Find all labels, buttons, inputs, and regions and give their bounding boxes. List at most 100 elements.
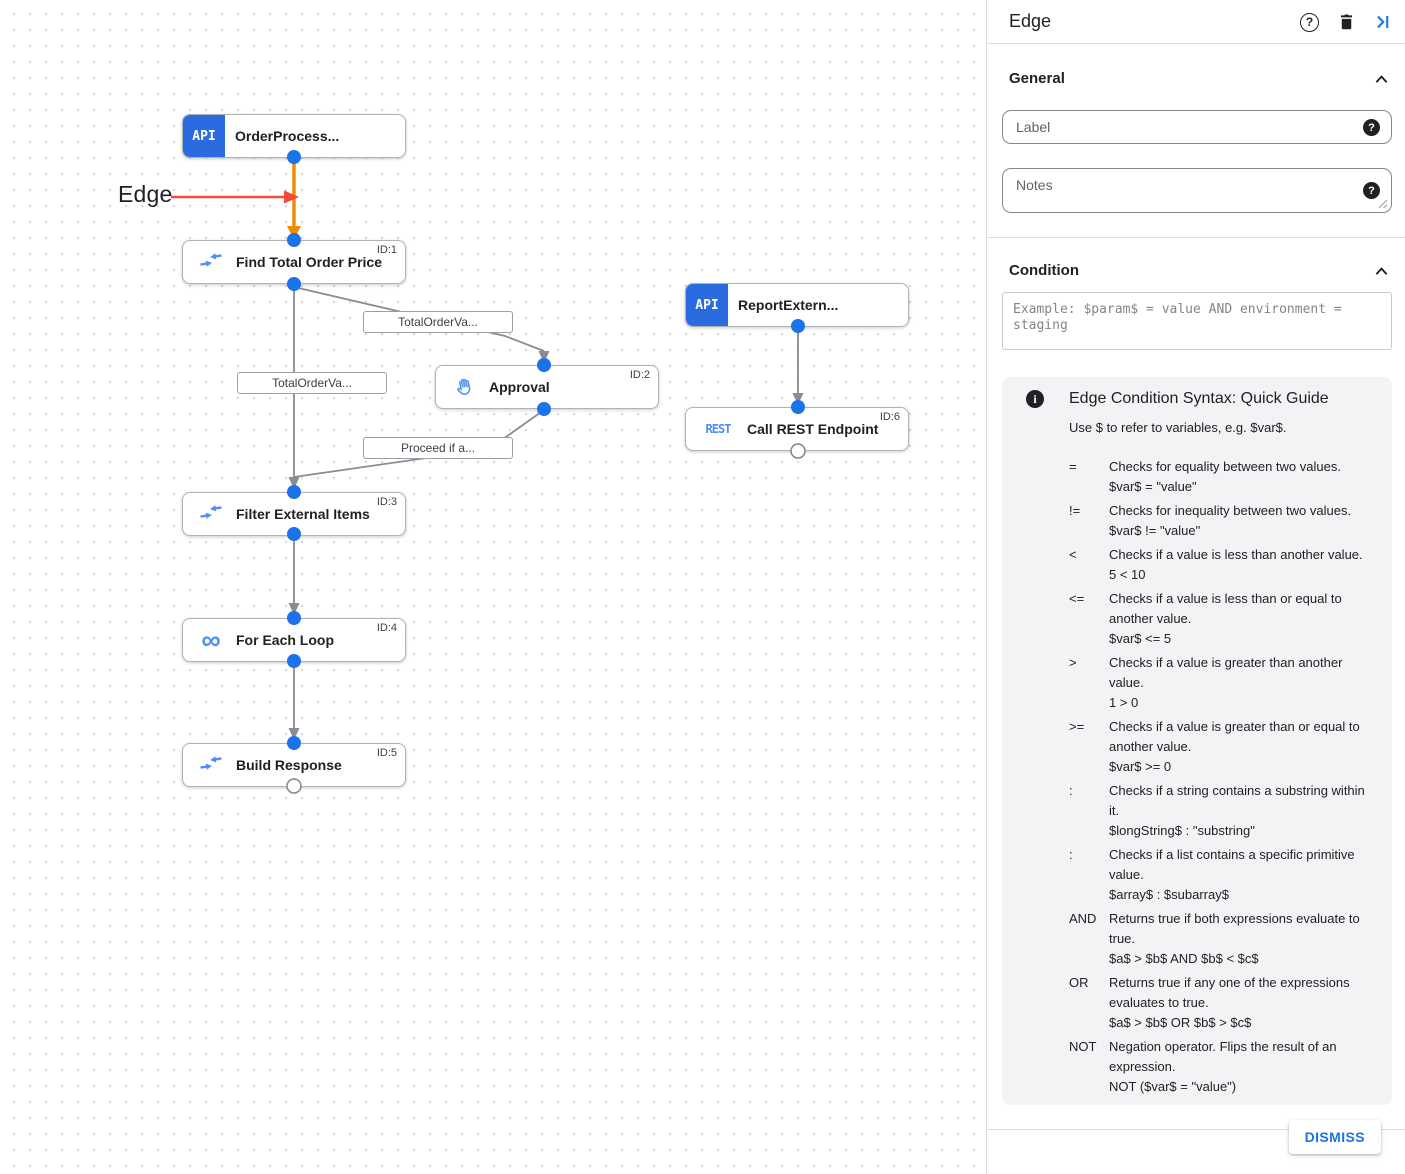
workflow-canvas[interactable]: Edge API OrderProcess... Find Total Orde… <box>0 0 986 1174</box>
guide-row: >= Checks if a value is greater than or … <box>1069 717 1366 777</box>
data-mapping-icon <box>196 753 226 777</box>
label-help-icon[interactable]: ? <box>1363 119 1380 136</box>
node-id-badge: ID:5 <box>376 747 397 759</box>
help-icon[interactable]: ? <box>1300 12 1319 32</box>
condition-section-header[interactable]: Condition <box>1009 262 1079 279</box>
guide-description: Checks if a value is less than or equal … <box>1109 591 1342 626</box>
guide-description: Checks if a value is greater than anothe… <box>1109 655 1343 690</box>
guide-example: NOT ($var$ = "value") <box>1109 1079 1237 1094</box>
guide-description: Checks if a list contains a specific pri… <box>1109 847 1355 882</box>
edge-config-panel: Edge ? General ? ? Condition <box>986 0 1405 1174</box>
guide-description: Checks if a value is greater than or equ… <box>1109 719 1360 754</box>
guide-description: Returns true if both expressions evaluat… <box>1109 911 1360 946</box>
guide-row: != Checks for inequality between two val… <box>1069 501 1366 541</box>
guide-operator: > <box>1069 655 1077 670</box>
selected-edge[interactable] <box>287 158 301 240</box>
guide-example: 1 > 0 <box>1109 695 1139 710</box>
guide-operator: <= <box>1069 591 1085 606</box>
condition-syntax-guide: i Edge Condition Syntax: Quick Guide Use… <box>1002 377 1392 1105</box>
data-mapping-icon <box>196 250 226 274</box>
condition-field-wrapper <box>1002 292 1392 350</box>
dismiss-button[interactable]: DISMISS <box>1288 1120 1381 1154</box>
guide-example: $a$ > $b$ AND $b$ < $c$ <box>1109 951 1259 966</box>
node-report-external[interactable]: API ReportExtern... <box>685 283 909 327</box>
guide-row: = Checks for equality between two values… <box>1069 457 1366 497</box>
guide-operator: OR <box>1069 975 1089 990</box>
node-id-badge: ID:2 <box>629 369 650 381</box>
guide-title: Edge Condition Syntax: Quick Guide <box>1069 390 1329 407</box>
guide-operator: != <box>1069 503 1081 518</box>
node-order-process[interactable]: API OrderProcess... <box>182 114 406 158</box>
approval-hand-icon <box>449 376 479 399</box>
node-label: OrderProcess... <box>235 128 340 144</box>
notes-field-wrapper: ? <box>1002 168 1392 213</box>
ports-layer <box>286 150 806 794</box>
api-icon: API <box>183 115 225 157</box>
guide-description: Checks if a value is less than another v… <box>1109 547 1363 562</box>
guide-operator: NOT <box>1069 1039 1097 1054</box>
panel-header: Edge ? <box>987 0 1405 44</box>
notes-help-icon[interactable]: ? <box>1363 182 1380 199</box>
guide-row: OR Returns true if any one of the expres… <box>1069 973 1366 1033</box>
footer-divider <box>987 1129 1405 1130</box>
guide-row: : Checks if a list contains a specific p… <box>1069 845 1366 905</box>
guide-example: $var$ >= 0 <box>1109 759 1172 774</box>
node-for-each-loop[interactable]: ∞ For Each Loop ID:4 <box>182 618 406 662</box>
collapse-panel-icon[interactable] <box>1374 13 1392 31</box>
guide-example: $var$ != "value" <box>1109 523 1201 538</box>
notes-textarea[interactable] <box>1003 169 1391 212</box>
guide-row: AND Returns true if both expressions eva… <box>1069 909 1366 969</box>
panel-title: Edge <box>1009 11 1052 31</box>
guide-example: 5 < 10 <box>1109 567 1146 582</box>
api-icon: API <box>686 284 728 326</box>
guide-row: <= Checks if a value is less than or equ… <box>1069 589 1366 649</box>
edge-label[interactable]: TotalOrderVa... <box>237 372 387 394</box>
guide-description: Returns true if any one of the expressio… <box>1109 975 1350 1010</box>
node-call-rest-endpoint[interactable]: REST Call REST Endpoint ID:6 <box>685 407 909 451</box>
node-label: ReportExtern... <box>738 297 839 313</box>
guide-example: $array$ : $subarray$ <box>1109 887 1229 902</box>
guide-description: Checks for inequality between two values… <box>1109 503 1352 518</box>
guide-operator: AND <box>1069 911 1097 926</box>
node-find-total-order-price[interactable]: Find Total Order Price ID:1 <box>182 240 406 284</box>
guide-example: $var$ = "value" <box>1109 479 1197 494</box>
node-label: Build Response <box>236 757 342 773</box>
guide-description: Checks for equality between two values. <box>1109 459 1341 474</box>
node-approval[interactable]: Approval ID:2 <box>435 365 659 409</box>
resize-handle-icon[interactable] <box>1378 199 1388 209</box>
condition-textarea[interactable] <box>1003 293 1391 349</box>
guide-description: Negation operator. Flips the result of a… <box>1109 1039 1337 1074</box>
node-id-badge: ID:6 <box>879 411 900 423</box>
node-label: Filter External Items <box>236 506 370 522</box>
guide-example: $longString$ : "substring" <box>1109 823 1255 838</box>
edge-label[interactable]: Proceed if a... <box>363 437 513 459</box>
node-label: For Each Loop <box>236 632 334 648</box>
guide-description: Checks if a string contains a substring … <box>1109 783 1365 818</box>
node-filter-external-items[interactable]: Filter External Items ID:3 <box>182 492 406 536</box>
guide-example: $var$ <= 5 <box>1109 631 1172 646</box>
guide-operator: : <box>1069 847 1073 862</box>
label-input[interactable] <box>1003 111 1391 143</box>
edge-label[interactable]: TotalOrderVa... <box>363 311 513 333</box>
rest-icon: REST <box>705 422 732 436</box>
general-section-header[interactable]: General <box>1009 70 1065 87</box>
info-icon: i <box>1026 390 1044 408</box>
guide-example: $a$ > $b$ OR $b$ > $c$ <box>1109 1015 1252 1030</box>
guide-row: NOT Negation operator. Flips the result … <box>1069 1037 1366 1097</box>
chevron-up-icon[interactable] <box>1374 264 1389 278</box>
annotation-arrow <box>171 190 299 204</box>
section-divider <box>987 237 1405 238</box>
data-mapping-icon <box>196 502 226 526</box>
loop-icon: ∞ <box>201 625 221 655</box>
node-id-badge: ID:3 <box>376 496 397 508</box>
delete-icon[interactable] <box>1337 12 1356 32</box>
node-label: Approval <box>489 379 550 395</box>
edges-layer <box>171 158 804 740</box>
chevron-up-icon[interactable] <box>1374 72 1389 86</box>
guide-operator: : <box>1069 783 1073 798</box>
node-build-response[interactable]: Build Response ID:5 <box>182 743 406 787</box>
node-label: Find Total Order Price <box>236 254 382 270</box>
node-id-badge: ID:4 <box>376 622 397 634</box>
guide-operator: = <box>1069 459 1077 474</box>
guide-row: : Checks if a string contains a substrin… <box>1069 781 1366 841</box>
